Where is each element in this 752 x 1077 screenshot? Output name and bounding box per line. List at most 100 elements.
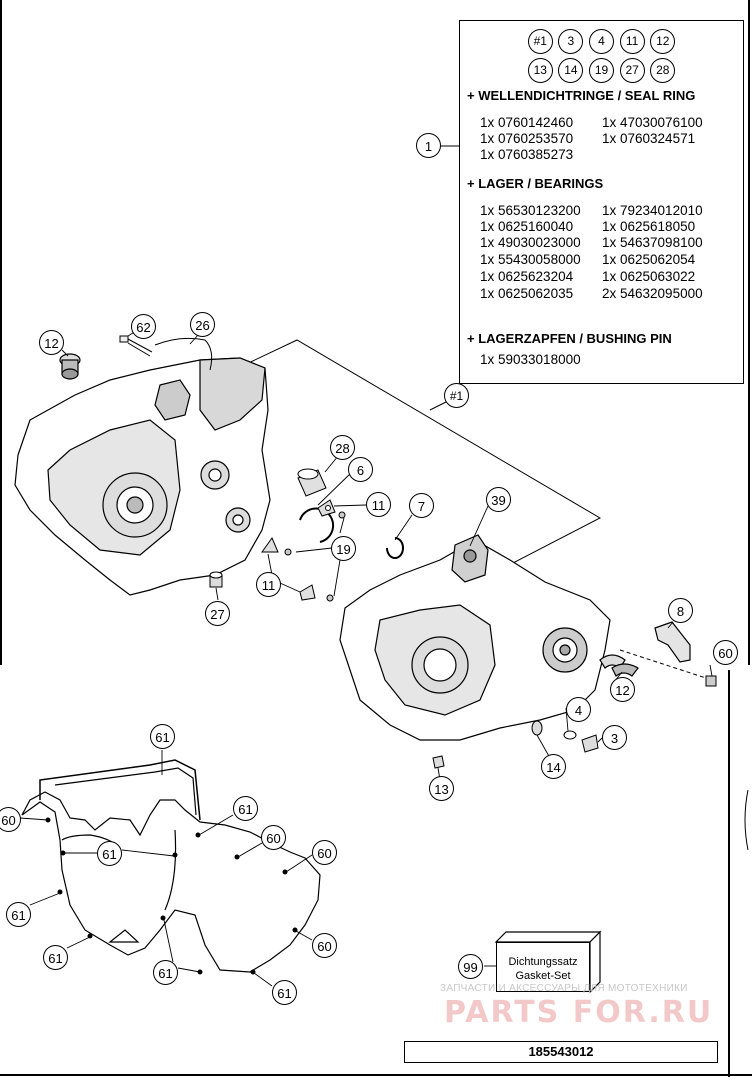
part-qty: 1x 79234012010 <box>602 203 703 218</box>
part-qty: 2x 54632095000 <box>602 286 703 301</box>
bushing-row: 1x 59033018000 <box>480 352 602 367</box>
part-qty: 1x 0760385273 <box>480 147 574 162</box>
part-qty: 1x 47030076100 <box>602 115 703 130</box>
part-qty: 1x 0625618050 <box>602 219 696 234</box>
callout-14[interactable]: 14 <box>541 754 566 779</box>
callout-99[interactable]: 99 <box>458 954 483 979</box>
bearing-row: 1x 55430058000 1x 0625062054 <box>480 252 724 267</box>
seal-ring-heading: + WELLENDICHTRINGE / SEAL RING <box>467 88 696 103</box>
callout-13[interactable]: 13 <box>429 776 454 801</box>
callout-26[interactable]: 26 <box>190 312 215 337</box>
crankcase-gasket <box>21 759 321 973</box>
callout-60[interactable]: 60 <box>0 807 21 832</box>
watermark-logo: PARTS FOR.RU <box>444 995 714 1030</box>
bearing-row: 1x 0625160040 1x 0625618050 <box>480 219 724 234</box>
callout-61[interactable]: 61 <box>6 902 31 927</box>
chips-row-1: #1 3 4 11 12 <box>460 29 743 54</box>
callout-3[interactable]: 3 <box>602 725 627 750</box>
seal-ring-12-left <box>59 353 81 380</box>
part-qty: 1x 0625062035 <box>480 286 574 301</box>
chips-row-2: 13 14 19 27 28 <box>460 58 743 83</box>
callout-8[interactable]: 8 <box>668 598 693 623</box>
washer-4 <box>563 730 577 740</box>
part-qty: 1x 0760253570 <box>480 131 574 146</box>
part-qty: 1x 0625160040 <box>480 219 574 234</box>
callout-39[interactable]: 39 <box>486 487 511 512</box>
callout-28[interactable]: 28 <box>330 435 355 460</box>
gasket-set-label-de: Dichtungssatz <box>508 956 578 968</box>
watermark-text: ЗАПЧАСТИ И АКСЕССУАРЫ ДЛЯ МОТОТЕХНИКИ <box>440 983 688 994</box>
callout-62[interactable]: 62 <box>131 314 156 339</box>
circlip-7 <box>386 537 404 559</box>
callout-61[interactable]: 61 <box>43 945 68 970</box>
chip: 14 <box>558 58 584 83</box>
part-qty: 1x 49030023000 <box>480 235 581 250</box>
callout-60[interactable]: 60 <box>312 933 337 958</box>
seal-ring-12-right <box>599 654 639 677</box>
chip: 12 <box>650 29 676 54</box>
callout-7[interactable]: 7 <box>409 493 434 518</box>
callout-assembly-1[interactable]: #1 <box>444 383 469 408</box>
plates-11 <box>261 536 316 601</box>
callout-12[interactable]: 12 <box>610 677 635 702</box>
part-qty: 1x 0760142460 <box>480 115 574 130</box>
drawing-part-number: 185543012 <box>404 1041 718 1063</box>
callout-61[interactable]: 61 <box>233 796 258 821</box>
chip: 3 <box>558 29 584 54</box>
chip: #1 <box>527 29 553 54</box>
gasket-set-box: Dichtungssatz Gasket-Set <box>496 942 590 992</box>
bolt-62 <box>119 335 153 357</box>
part-qty: 1x 0625062054 <box>602 252 696 267</box>
part-qty: 1x 56530123200 <box>480 203 581 218</box>
callout-60[interactable]: 60 <box>312 840 337 865</box>
part-qty: 1x 55430058000 <box>480 252 581 267</box>
callout-61[interactable]: 61 <box>272 980 297 1005</box>
chip: 19 <box>589 58 614 83</box>
part-qty: 1x 0760324571 <box>602 131 696 146</box>
callout-61[interactable]: 61 <box>153 960 178 985</box>
bolt-60-right <box>619 649 717 687</box>
callout-11[interactable]: 11 <box>366 492 391 517</box>
plug-3 <box>581 734 599 753</box>
callout-61[interactable]: 61 <box>150 724 175 749</box>
chip: 4 <box>589 29 614 54</box>
callout-60[interactable]: 60 <box>713 640 738 665</box>
legend-box: #1 3 4 11 12 13 14 19 27 28 + WELLENDICH… <box>459 20 744 384</box>
leader-lines <box>19 145 713 987</box>
seal-row: 1x 0760253570 1x 0760324571 <box>480 131 724 146</box>
bushing-28 <box>297 468 327 497</box>
bearing-row: 1x 56530123200 1x 79234012010 <box>480 203 724 218</box>
dowel-27 <box>209 571 223 588</box>
right-crankcase-half <box>339 534 611 741</box>
callout-27[interactable]: 27 <box>205 601 230 626</box>
callout-6[interactable]: 6 <box>348 457 373 482</box>
left-crankcase-half <box>14 357 271 596</box>
callout-60[interactable]: 60 <box>261 825 286 850</box>
callout-12[interactable]: 12 <box>39 330 64 355</box>
screws-19 <box>284 511 346 602</box>
seal-row: 1x 0760385273 <box>480 147 724 162</box>
pin-13 <box>432 755 445 769</box>
callout-19[interactable]: 19 <box>331 536 356 561</box>
callout-61[interactable]: 61 <box>97 841 122 866</box>
part-qty: 1x 54637098100 <box>602 235 703 250</box>
seal-row: 1x 0760142460 1x 47030076100 <box>480 115 724 130</box>
callout-11[interactable]: 11 <box>256 572 281 597</box>
gasket-set-label-en: Gasket-Set <box>515 970 571 982</box>
gasket-set-box-edge <box>494 930 602 994</box>
bushing-pin-heading: + LAGERZAPFEN / BUSHING PIN <box>467 331 672 346</box>
part-qty: 1x 59033018000 <box>480 352 581 367</box>
chip: 27 <box>619 58 645 83</box>
chip: 13 <box>527 58 553 83</box>
part-qty: 1x 0625623204 <box>480 269 574 284</box>
bearing-row: 1x 0625062035 2x 54632095000 <box>480 286 724 301</box>
gasket-26-outline <box>154 337 213 371</box>
bearing-row: 1x 49030023000 1x 54637098100 <box>480 235 724 250</box>
callout-4[interactable]: 4 <box>566 697 591 722</box>
bearings-heading: + LAGER / BEARINGS <box>467 176 604 191</box>
callout-1[interactable]: 1 <box>416 133 441 158</box>
gasket-holes <box>45 817 298 975</box>
washer-14 <box>531 720 543 736</box>
